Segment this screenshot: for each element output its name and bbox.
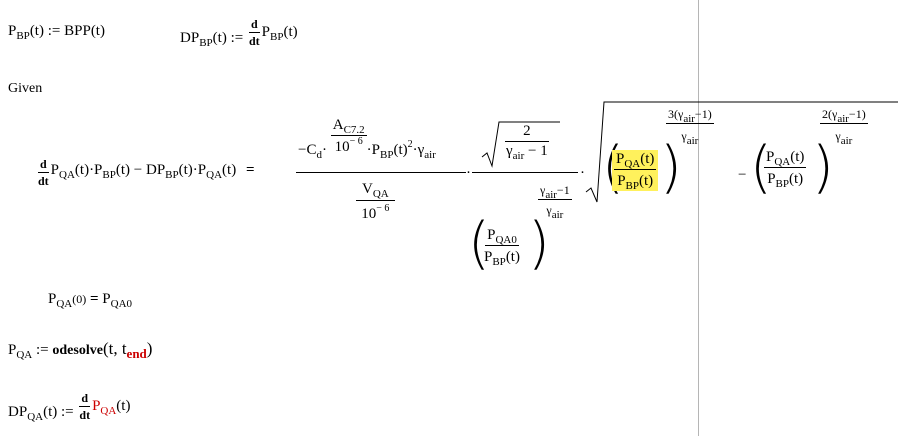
highlighted-pressure-ratio[interactable]: PQA(t)PBP(t) (612, 150, 659, 192)
odesolve-assignment[interactable]: PQA := odesolve(t, tend) (8, 339, 153, 361)
exponent-3gamma: 3(γair−1)γair (666, 107, 714, 147)
second-fraction-bar (472, 172, 578, 173)
pressure-ratio-right: PQA(t)PBP(t) (764, 149, 807, 190)
given-keyword[interactable]: Given (8, 81, 43, 96)
exponent-2gamma: 2(γair−1)γair (820, 107, 868, 147)
pbp-definition[interactable]: PBP(t) := BPP(t) (8, 23, 105, 42)
main-fraction-bar (296, 172, 466, 173)
initial-condition[interactable]: PQA(0) = PQA0 (48, 291, 133, 310)
page-divider (698, 0, 699, 436)
